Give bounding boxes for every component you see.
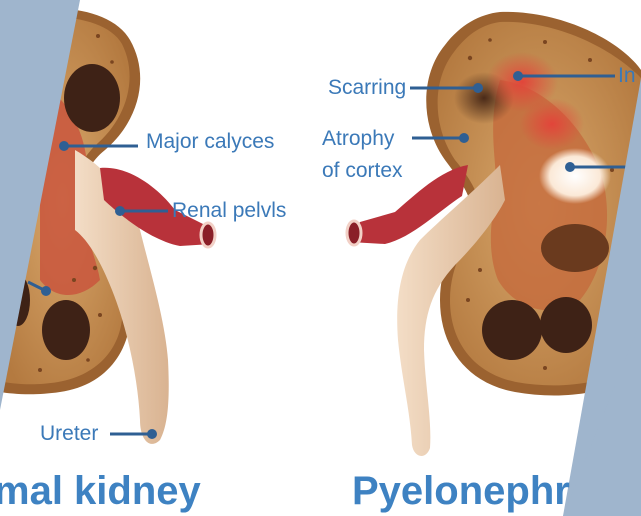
title-overlay-band: [0, 0, 641, 516]
illustration-stage: Major calyces Renal pelvls Ureter Scarri…: [0, 0, 641, 516]
